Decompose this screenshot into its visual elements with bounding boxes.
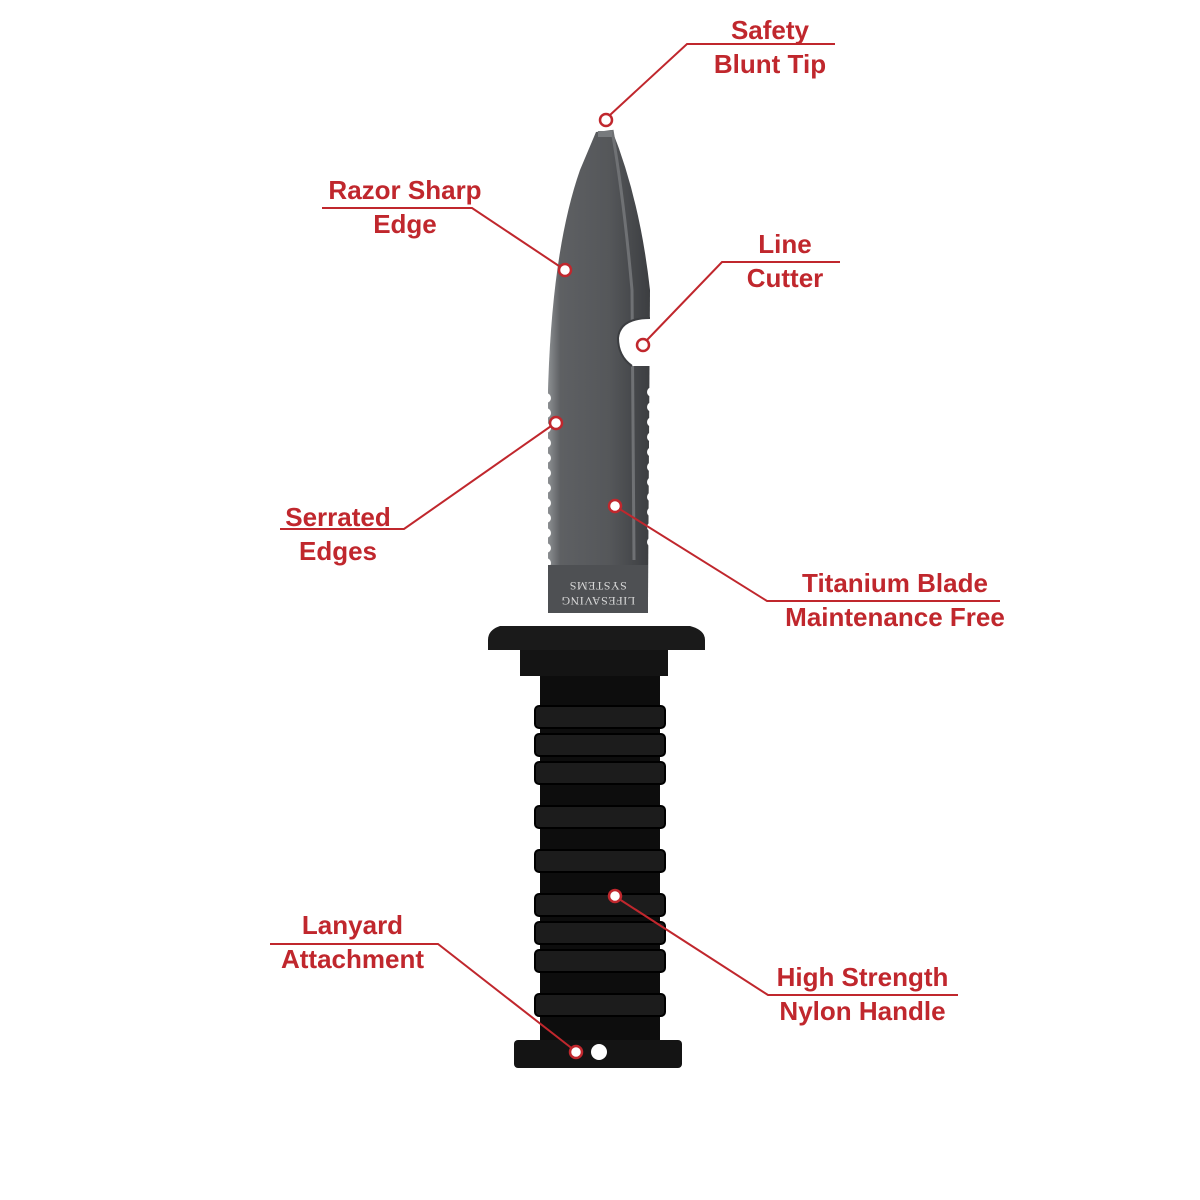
label-lanyard-line2: Attachment — [280, 944, 424, 974]
label-serrated-line2: Edges — [298, 536, 378, 566]
serrations-right — [647, 387, 657, 547]
callout-dots — [548, 112, 651, 1060]
label-handle: High Strength Nylon Handle — [760, 960, 965, 1028]
svg-text:SYSTEMS: SYSTEMS — [569, 579, 627, 593]
label-line-cutter-line2: Cutter — [746, 263, 824, 293]
label-lanyard-line1: Lanyard — [301, 910, 404, 940]
svg-text:LIFESAVING: LIFESAVING — [561, 594, 635, 608]
handle — [514, 676, 682, 1068]
label-serrated: Serrated Edges — [268, 500, 408, 568]
line-cutter-notch — [618, 318, 650, 366]
leader-lines — [270, 43, 1000, 1051]
dot-safety-tip — [598, 112, 614, 128]
label-razor-edge-line1: Razor Sharp — [328, 175, 482, 205]
lanyard-hole — [591, 1044, 607, 1060]
label-serrated-line1: Serrated — [285, 502, 391, 532]
guard — [488, 626, 705, 676]
dot-lanyard — [568, 1044, 584, 1060]
dot-titanium — [607, 498, 623, 514]
label-handle-line1: High Strength — [776, 962, 949, 992]
dot-line-cutter — [635, 337, 651, 353]
label-line-cutter-line1: Line — [758, 229, 812, 259]
dot-razor-edge — [557, 262, 573, 278]
dot-handle — [607, 888, 623, 904]
label-safety-tip-line2: Blunt Tip — [713, 49, 827, 79]
label-lanyard: Lanyard Attachment — [265, 908, 440, 976]
label-line-cutter: Line Cutter — [725, 227, 845, 295]
label-safety-tip-line1: Safety — [730, 15, 810, 45]
brand-mark: LIFESAVING SYSTEMS — [561, 579, 635, 608]
label-safety-tip: Safety Blunt Tip — [700, 13, 840, 81]
label-titanium-line1: Titanium Blade — [802, 568, 988, 598]
label-titanium-line2: Maintenance Free — [785, 602, 1005, 632]
label-titanium: Titanium Blade Maintenance Free — [765, 566, 1025, 634]
blade — [541, 129, 657, 613]
label-razor-edge: Razor Sharp Edge — [310, 173, 500, 241]
label-razor-edge-line2: Edge — [373, 209, 437, 239]
label-handle-line2: Nylon Handle — [779, 996, 946, 1026]
dot-serrated — [548, 415, 564, 431]
